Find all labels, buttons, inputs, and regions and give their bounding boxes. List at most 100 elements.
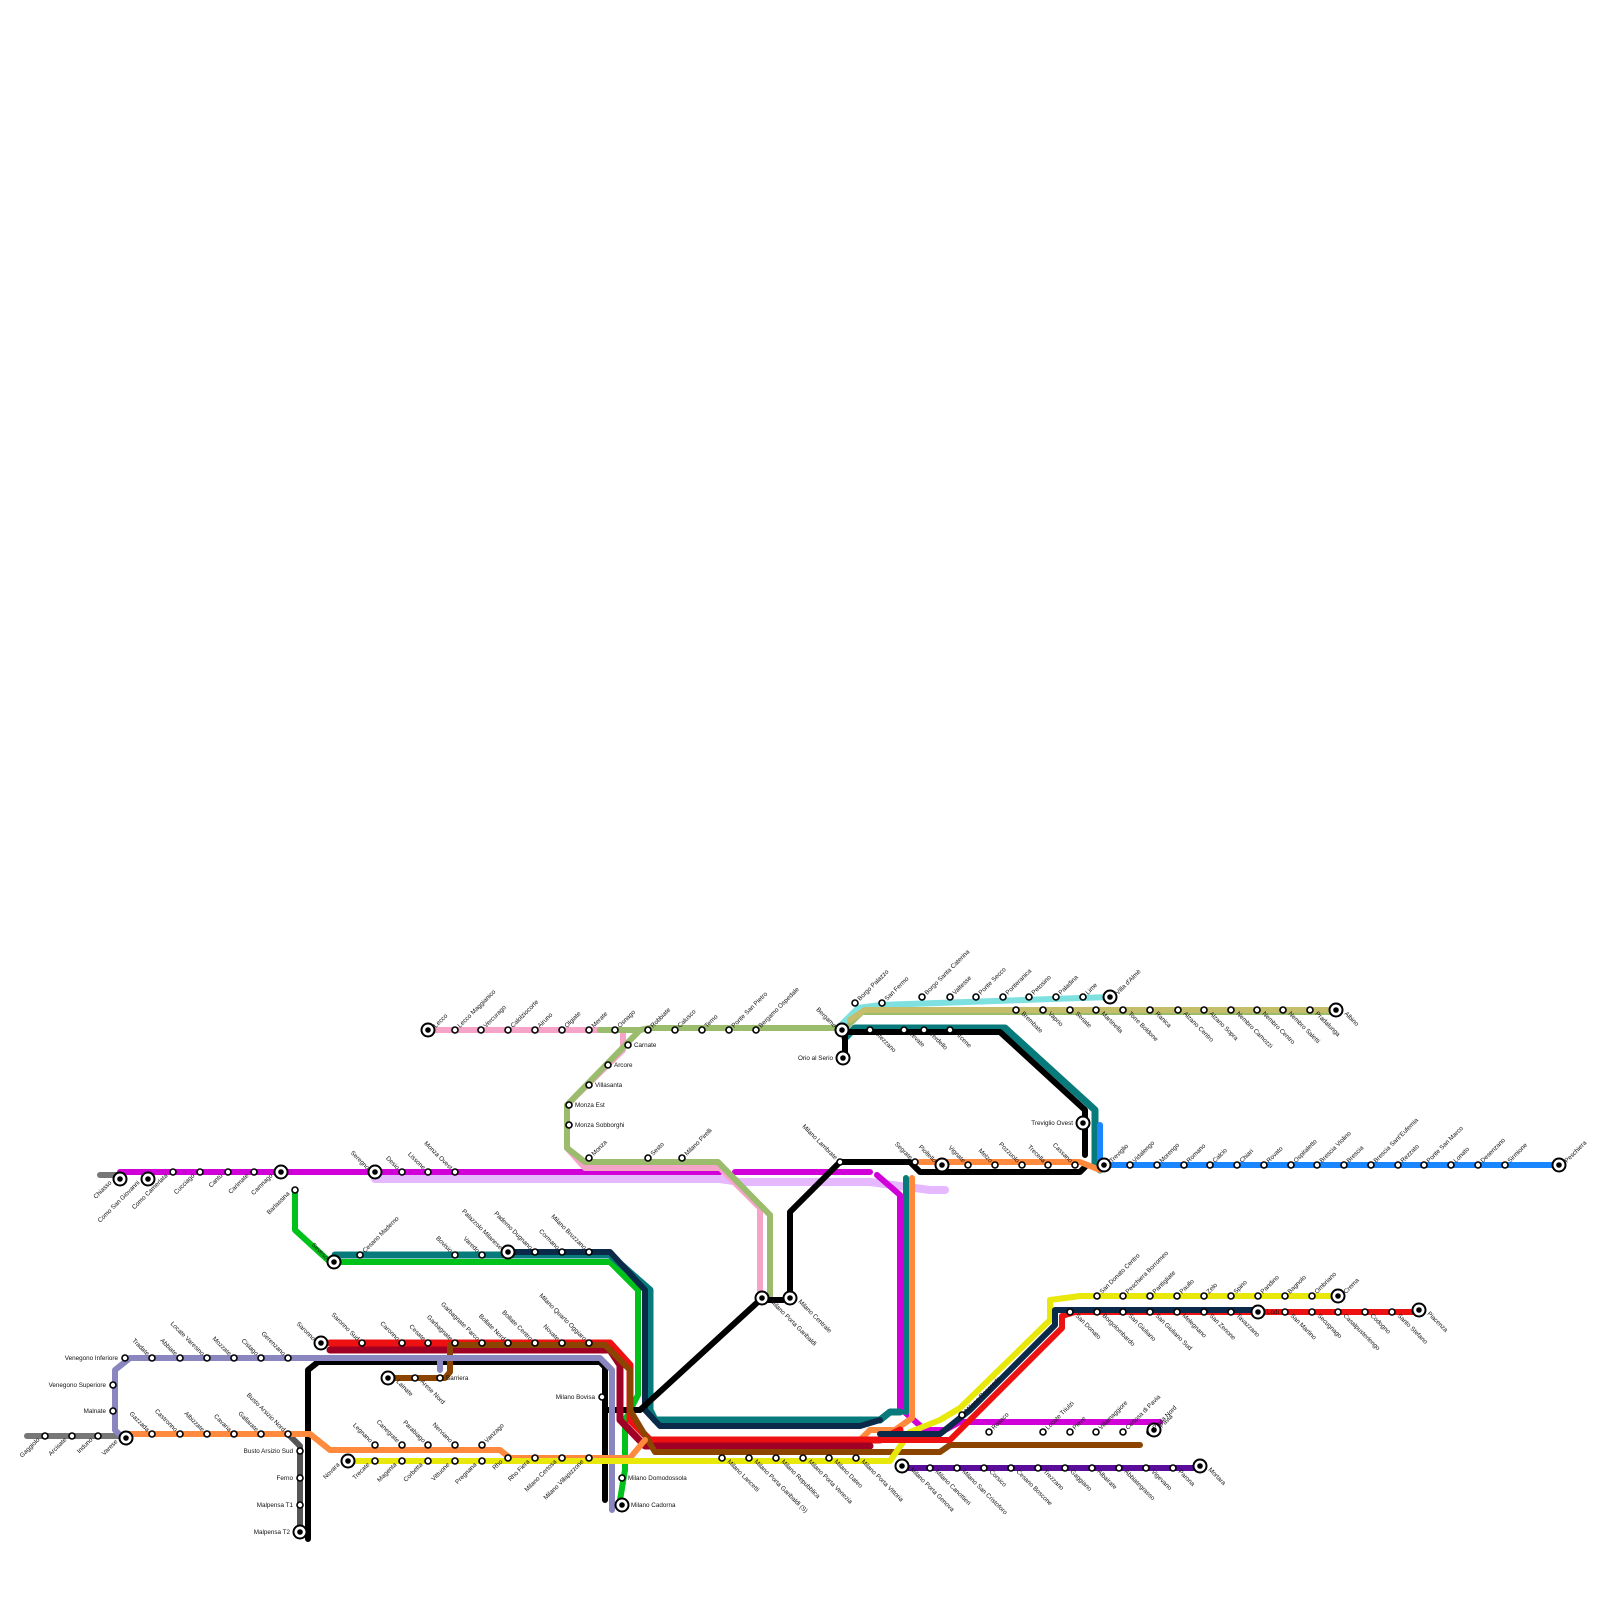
station-mozzate[interactable] — [231, 1355, 237, 1361]
station-monza-sobborghi[interactable] — [566, 1122, 572, 1128]
station-novara[interactable] — [342, 1455, 355, 1468]
station-mortara[interactable] — [1194, 1460, 1207, 1473]
station-brescia-sant-eufemia[interactable] — [1368, 1162, 1374, 1168]
station-malnate[interactable] — [110, 1408, 116, 1414]
station-ponteranica[interactable] — [1000, 994, 1006, 1000]
station-pradalunga[interactable] — [1307, 1007, 1313, 1013]
station-alzano-centro[interactable] — [1175, 1007, 1181, 1013]
station-milano-porta-genova[interactable] — [896, 1460, 909, 1473]
station-parabiago[interactable] — [425, 1442, 431, 1448]
station-alzano-sopra[interactable] — [1201, 1007, 1207, 1013]
station-garbagnate[interactable] — [452, 1340, 458, 1346]
station-busto-arsizio-sud[interactable] — [297, 1448, 303, 1454]
station-segrate[interactable] — [912, 1159, 918, 1165]
station-trecate[interactable] — [372, 1458, 378, 1464]
station-pandino[interactable] — [1255, 1293, 1261, 1299]
station-lainate[interactable] — [382, 1372, 395, 1385]
station-rovato[interactable] — [1261, 1162, 1267, 1168]
station-chiari[interactable] — [1234, 1162, 1240, 1168]
station-legnano[interactable] — [372, 1442, 378, 1448]
station-pieve[interactable] — [1067, 1429, 1073, 1435]
station-pantigliate[interactable] — [1147, 1293, 1153, 1299]
station-seriate[interactable] — [1067, 1007, 1073, 1013]
station-ponte-san-marco[interactable] — [1421, 1162, 1427, 1168]
station-milano-san-cristoforo[interactable] — [954, 1465, 960, 1471]
station-gaggiolo[interactable] — [42, 1433, 48, 1439]
station-cucciago[interactable] — [197, 1169, 203, 1175]
station-milano-cadorna[interactable] — [616, 1499, 629, 1512]
station-pioltello[interactable] — [936, 1159, 949, 1172]
station-lissone[interactable] — [425, 1169, 431, 1175]
station-pregnana[interactable] — [479, 1458, 485, 1464]
station-calcio[interactable] — [1207, 1162, 1213, 1168]
station-calolziocorte[interactable] — [505, 1027, 511, 1033]
station-san-donato-centro[interactable] — [1094, 1293, 1100, 1299]
station-desenzano[interactable] — [1475, 1162, 1481, 1168]
station-san-zenone[interactable] — [1201, 1309, 1207, 1315]
station-piacenza[interactable] — [1413, 1304, 1426, 1317]
station-milano-villapizzone[interactable] — [586, 1455, 592, 1461]
station-ospitaletto[interactable] — [1288, 1162, 1294, 1168]
station-borgolombardo[interactable] — [1094, 1309, 1100, 1315]
station-vanzago[interactable] — [479, 1442, 485, 1448]
station-tradate[interactable] — [149, 1355, 155, 1361]
station-san-fermo[interactable] — [879, 1000, 885, 1006]
station-valtesse[interactable] — [947, 994, 953, 1000]
station-lonato[interactable] — [1448, 1162, 1454, 1168]
station-saronno[interactable] — [315, 1337, 328, 1350]
station-albino[interactable] — [1330, 1004, 1343, 1017]
station-busto-arsizio-nord[interactable] — [285, 1431, 291, 1437]
station-bergamo-ospedale[interactable] — [753, 1027, 759, 1033]
station-magenta[interactable] — [399, 1458, 405, 1464]
station-seveso[interactable] — [328, 1256, 341, 1269]
station-cesate[interactable] — [425, 1340, 431, 1346]
station-arcene[interactable] — [947, 1027, 953, 1033]
station-como-camerlata[interactable] — [170, 1169, 176, 1175]
station-martinella[interactable] — [1093, 1007, 1099, 1013]
station-milano-pirelli[interactable] — [679, 1155, 685, 1161]
station-paderno-dugnano[interactable] — [532, 1249, 538, 1255]
station-malpensa-t1[interactable] — [297, 1502, 303, 1508]
station-milano-porta-garibaldi-s[interactable] — [746, 1455, 752, 1461]
station-zelo[interactable] — [1201, 1293, 1207, 1299]
station-chiasso[interactable] — [114, 1173, 127, 1186]
station-robbiate[interactable] — [645, 1027, 651, 1033]
station-desio[interactable] — [399, 1169, 405, 1175]
station-melegnano[interactable] — [1174, 1309, 1180, 1315]
station-petosino[interactable] — [1026, 994, 1032, 1000]
station-gallarate[interactable] — [258, 1431, 264, 1437]
station-ferno[interactable] — [297, 1475, 303, 1481]
station-corsico[interactable] — [981, 1465, 987, 1471]
station-nembro-camozzi[interactable] — [1228, 1007, 1234, 1013]
station-monza-est[interactable] — [566, 1102, 572, 1108]
station-vittuone[interactable] — [452, 1458, 458, 1464]
station-ponte-secco[interactable] — [973, 994, 979, 1000]
station-stezzano[interactable] — [867, 1027, 873, 1033]
station-vigevano[interactable] — [1143, 1465, 1149, 1471]
station-milano-quarto-oggiaro[interactable] — [586, 1340, 592, 1346]
station-milano-repubblica[interactable] — [773, 1455, 779, 1461]
station-milano-dateo[interactable] — [826, 1455, 832, 1461]
station-san-martino[interactable] — [1282, 1309, 1288, 1315]
station-casalpusterlengo[interactable] — [1335, 1309, 1341, 1315]
station-calusco[interactable] — [672, 1027, 678, 1033]
station-borgo-palazzo[interactable] — [852, 1000, 858, 1006]
station-romano[interactable] — [1181, 1162, 1187, 1168]
station-paullo[interactable] — [1174, 1293, 1180, 1299]
station-lodi[interactable] — [1252, 1306, 1265, 1319]
station-vaprio[interactable] — [1040, 1007, 1046, 1013]
station-orio-al-serio[interactable] — [837, 1052, 850, 1065]
station-saronno-sud[interactable] — [359, 1340, 365, 1346]
station-milano-rogoredo[interactable] — [959, 1412, 965, 1418]
station-barlassina[interactable] — [292, 1187, 298, 1193]
station-melzo[interactable] — [992, 1162, 998, 1168]
station-caronno[interactable] — [399, 1340, 405, 1346]
station-carnate[interactable] — [625, 1042, 631, 1048]
station-gerenzano[interactable] — [285, 1355, 291, 1361]
station-gazzada[interactable] — [149, 1431, 155, 1437]
station-gaggiano[interactable] — [1062, 1465, 1068, 1471]
station-cesano-maderno[interactable] — [357, 1252, 363, 1258]
station-milano-bovisa[interactable] — [599, 1394, 605, 1400]
station-milano-porta-garibaldi[interactable] — [756, 1292, 769, 1305]
station-milano-domodossola[interactable] — [619, 1475, 625, 1481]
